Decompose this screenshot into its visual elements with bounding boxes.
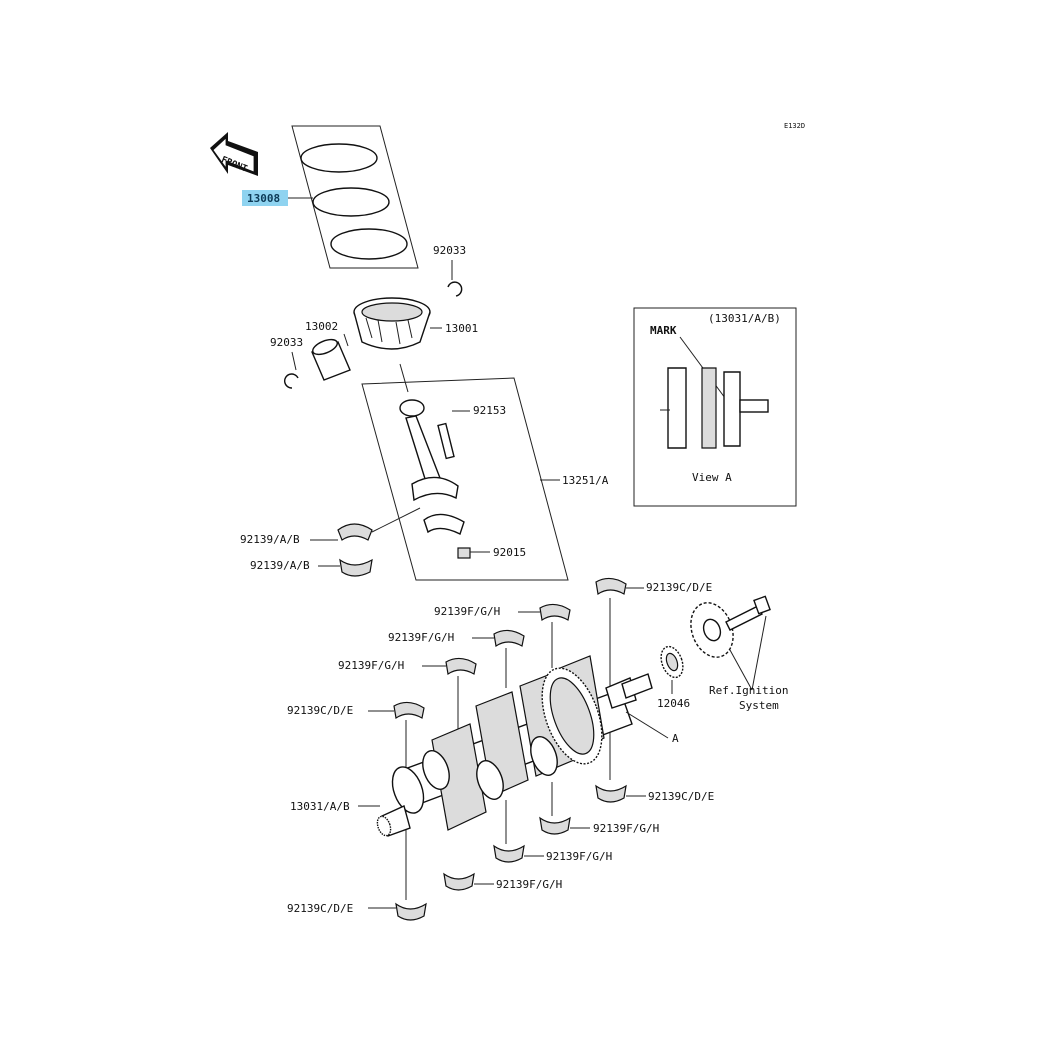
callout-92139cde-top-right[interactable]: 92139C/D/E [646, 581, 712, 594]
callout-92139fgh-3[interactable]: 92139F/G/H [338, 659, 404, 672]
conrod-assembly-box [361, 377, 569, 581]
callout-highlight [242, 190, 288, 206]
gear-12046[interactable] [657, 644, 687, 681]
callout-92033-left[interactable]: 92033 [270, 336, 303, 349]
circlip-left[interactable] [284, 373, 299, 389]
ref-ignition-line2: System [739, 699, 779, 712]
main-bearing-bottom-fgh-3[interactable] [443, 872, 475, 891]
conrod-bearing-upper[interactable] [337, 523, 373, 541]
callout-13002[interactable]: 13002 [305, 320, 338, 333]
view-a-caption: View A [692, 471, 732, 484]
callout-92153[interactable]: 92153 [473, 404, 506, 417]
view-a-box [633, 307, 797, 507]
conrod-bolt[interactable] [437, 422, 455, 460]
conrod-bearing-lower[interactable] [339, 558, 373, 577]
callout-92139fgh-bottom-1[interactable]: 92139F/G/H [593, 822, 659, 835]
main-bearing-cde-left-top[interactable] [393, 701, 425, 720]
callout-92139cde-left-top[interactable]: 92139C/D/E [287, 704, 353, 717]
callout-92139-ab-2[interactable]: 92139/A/B [250, 559, 310, 572]
callout-92139fgh-bottom-3[interactable]: 92139F/G/H [496, 878, 562, 891]
rotor-bolt[interactable] [725, 595, 771, 631]
callout-13008[interactable]: 13008 [247, 192, 280, 205]
main-bearing-bottom-fgh-2[interactable] [493, 844, 525, 863]
front-arrow-icon: FRONT [210, 132, 258, 176]
circlip-right[interactable] [447, 281, 463, 297]
crankshaft[interactable] [375, 655, 653, 837]
callout-13251-a[interactable]: 13251/A [562, 474, 609, 487]
callout-92139fgh-1[interactable]: 92139F/G/H [434, 605, 500, 618]
conrod-nut[interactable] [457, 547, 471, 559]
main-bearing-bottom-fgh-1[interactable] [539, 816, 571, 835]
view-a-mark-label: MARK [650, 324, 677, 337]
main-bearing-fgh-3[interactable] [445, 657, 477, 676]
main-bearing-bottom-left[interactable] [395, 902, 427, 921]
view-a-part-ref: (13031/A/B) [708, 312, 781, 325]
callout-92139cde-bottom-right[interactable]: 92139C/D/E [648, 790, 714, 803]
piston-pin[interactable] [311, 337, 351, 381]
conrod-cap[interactable] [423, 513, 465, 535]
callout-92139cde-bottom-left[interactable]: 92139C/D/E [287, 902, 353, 915]
connecting-rod[interactable] [399, 399, 471, 559]
callout-12046[interactable]: 12046 [657, 697, 690, 710]
main-bearing-fgh-1[interactable] [539, 603, 571, 622]
view-a-marker: A [672, 732, 679, 745]
view-a-crank-end [660, 367, 769, 449]
callout-92015[interactable]: 92015 [493, 546, 526, 559]
piston[interactable] [353, 297, 431, 350]
callout-92139fgh-2[interactable]: 92139F/G/H [388, 631, 454, 644]
main-bearing-bottom-right[interactable] [595, 784, 627, 803]
callout-13031-ab[interactable]: 13031/A/B [290, 800, 350, 813]
callout-13001[interactable]: 13001 [445, 322, 478, 335]
main-bearing-top-right[interactable] [595, 577, 627, 596]
timing-rotor[interactable] [684, 597, 741, 663]
piston-ring-set[interactable] [291, 125, 419, 269]
main-bearing-fgh-2[interactable] [493, 629, 525, 648]
callout-92033-right[interactable]: 92033 [433, 244, 466, 257]
callout-92139-ab-1[interactable]: 92139/A/B [240, 533, 300, 546]
figure-code: E132D [784, 122, 805, 130]
callout-92139fgh-bottom-2[interactable]: 92139F/G/H [546, 850, 612, 863]
ref-ignition-line1: Ref.Ignition [709, 684, 788, 697]
